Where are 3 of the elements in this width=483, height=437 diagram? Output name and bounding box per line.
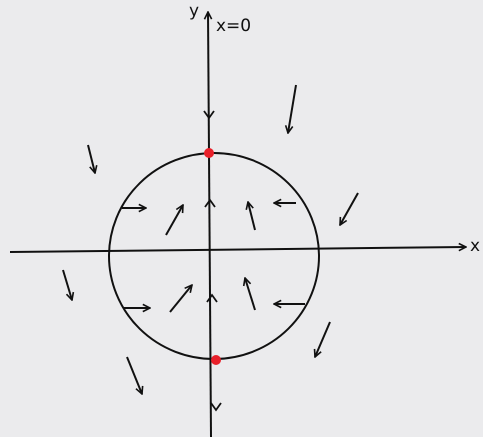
axis-label: y [189,3,200,20]
axis-label: x [470,238,480,255]
line-label: x=0 [216,18,252,35]
